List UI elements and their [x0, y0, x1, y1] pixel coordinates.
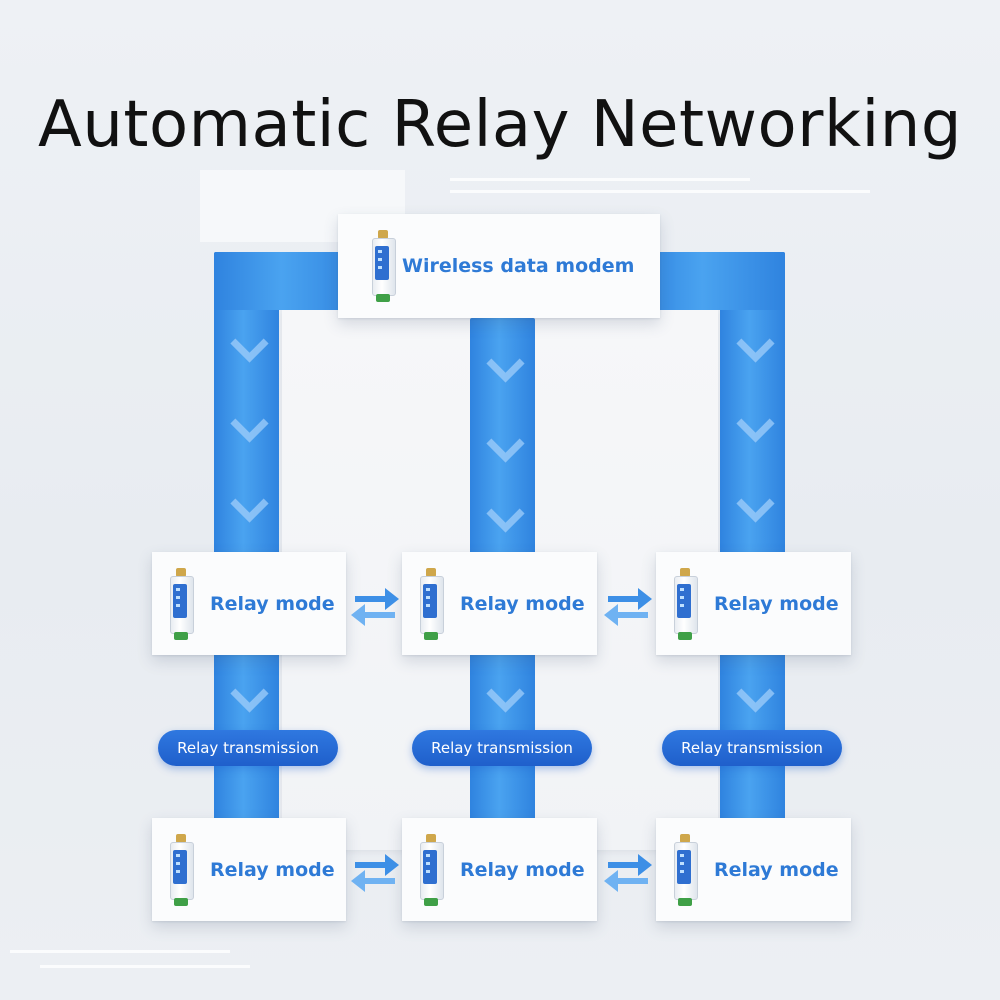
- relay-node-card: Relay mode: [656, 818, 851, 921]
- relay-node-card: Relay mode: [152, 552, 346, 655]
- relay-device-icon: [420, 833, 444, 906]
- page-title: Automatic Relay Networking: [38, 88, 962, 162]
- bidirectional-arrow-icon: [604, 588, 652, 626]
- relay-node-card: Relay mode: [402, 552, 597, 655]
- background-line: [40, 965, 250, 968]
- relay-node-label: Relay mode: [210, 858, 335, 881]
- relay-node-card: Relay mode: [152, 818, 346, 921]
- relay-device-icon: [170, 567, 194, 640]
- relay-node-label: Relay mode: [460, 858, 585, 881]
- relay-device-icon: [674, 567, 698, 640]
- flow-column-left: [214, 252, 279, 822]
- relay-node-card: Relay mode: [402, 818, 597, 921]
- relay-node-card: Relay mode: [656, 552, 851, 655]
- relay-transmission-pill: Relay transmission: [158, 730, 338, 766]
- bidirectional-arrow-icon: [604, 854, 652, 892]
- relay-node-label: Relay mode: [460, 592, 585, 615]
- wireless-modem-label: Wireless data modem: [402, 255, 635, 277]
- flow-column-right: [720, 252, 785, 822]
- relay-device-icon: [420, 567, 444, 640]
- modem-device-icon: [372, 230, 396, 302]
- relay-transmission-pill: Relay transmission: [662, 730, 842, 766]
- bidirectional-arrow-icon: [351, 854, 399, 892]
- wireless-modem-card: Wireless data modem: [338, 214, 660, 318]
- relay-device-icon: [170, 833, 194, 906]
- relay-node-label: Relay mode: [210, 592, 335, 615]
- relay-device-icon: [674, 833, 698, 906]
- relay-transmission-pill: Relay transmission: [412, 730, 592, 766]
- relay-node-label: Relay mode: [714, 592, 839, 615]
- background-line: [450, 178, 750, 181]
- bidirectional-arrow-icon: [351, 588, 399, 626]
- background-line: [450, 190, 870, 193]
- background-line: [10, 950, 230, 953]
- relay-node-label: Relay mode: [714, 858, 839, 881]
- flow-column-right-top: [635, 252, 785, 310]
